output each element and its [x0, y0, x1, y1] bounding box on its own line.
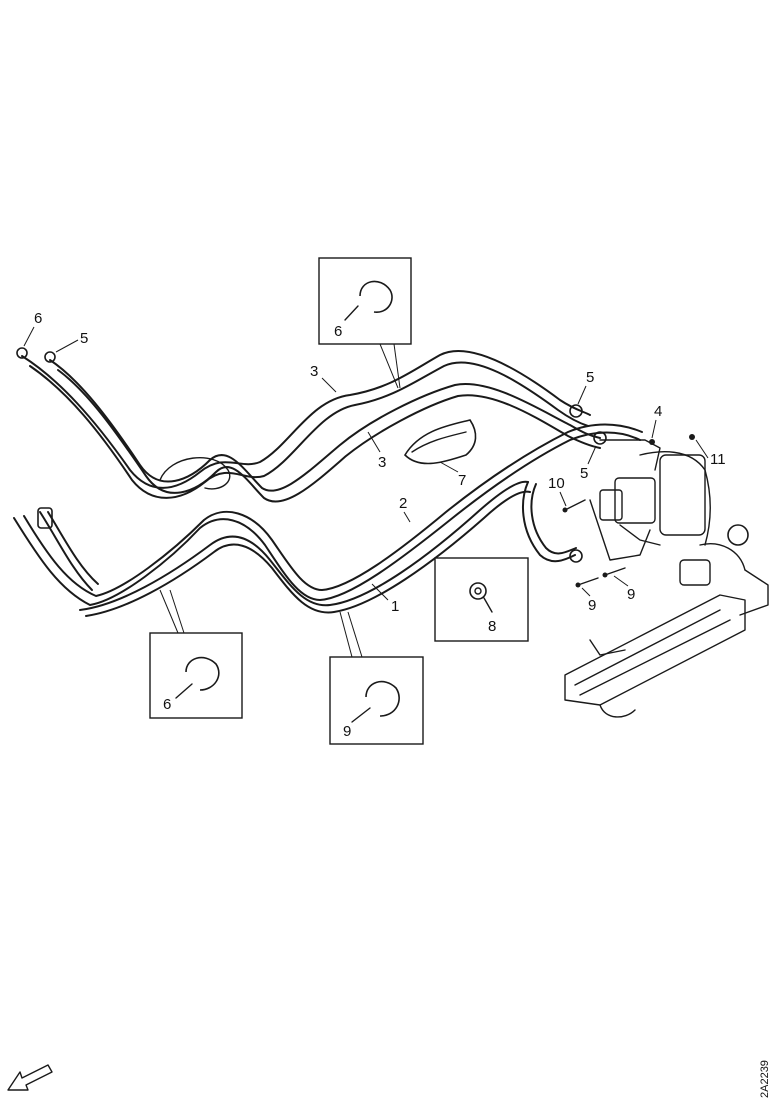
hose-3-group — [16, 347, 601, 503]
valve-manifold — [562, 434, 769, 718]
detail-bottom-center-label: 9 — [343, 723, 351, 740]
detail-top-label: 6 — [334, 323, 342, 340]
callout-4: 4 — [654, 403, 662, 420]
callout-5-right-mid: 5 — [580, 465, 588, 482]
clamp-7 — [403, 419, 477, 473]
callout-3-upper: 3 — [310, 363, 318, 380]
callout-5-topleft: 5 — [80, 330, 88, 347]
callout-3-lower: 3 — [378, 454, 386, 471]
callout-11: 11 — [710, 451, 726, 468]
callout-6-topleft: 6 — [34, 310, 42, 327]
detail-box-middle: 8 — [434, 557, 529, 642]
nut-icon — [469, 582, 487, 600]
callout-9-left: 9 — [588, 597, 596, 614]
detail-box-bottom-center: 9 — [329, 611, 424, 745]
callout-1: 1 — [391, 598, 399, 615]
detail-box-top: 6 — [318, 257, 412, 389]
callouts: 6 5 3 3 7 2 1 5 5 4 11 10 9 9 — [23, 310, 726, 615]
callout-7: 7 — [458, 472, 466, 489]
direction-arrow-icon — [7, 1064, 53, 1091]
callout-2: 2 — [399, 495, 407, 512]
hose-clip-icon — [365, 680, 400, 717]
detail-middle-label: 8 — [488, 618, 496, 635]
hose-clip-icon — [359, 280, 393, 313]
detail-box-bottom-left: 6 — [149, 589, 243, 719]
callout-9-right: 9 — [627, 586, 635, 603]
detail-bottom-left-label: 6 — [163, 696, 171, 713]
callout-10: 10 — [548, 475, 565, 492]
drawing-code: 2A2239 — [759, 1060, 771, 1098]
hose-1-2-group — [13, 404, 643, 617]
callout-5-right-top: 5 — [586, 369, 594, 386]
hose-clip-icon — [185, 656, 220, 691]
